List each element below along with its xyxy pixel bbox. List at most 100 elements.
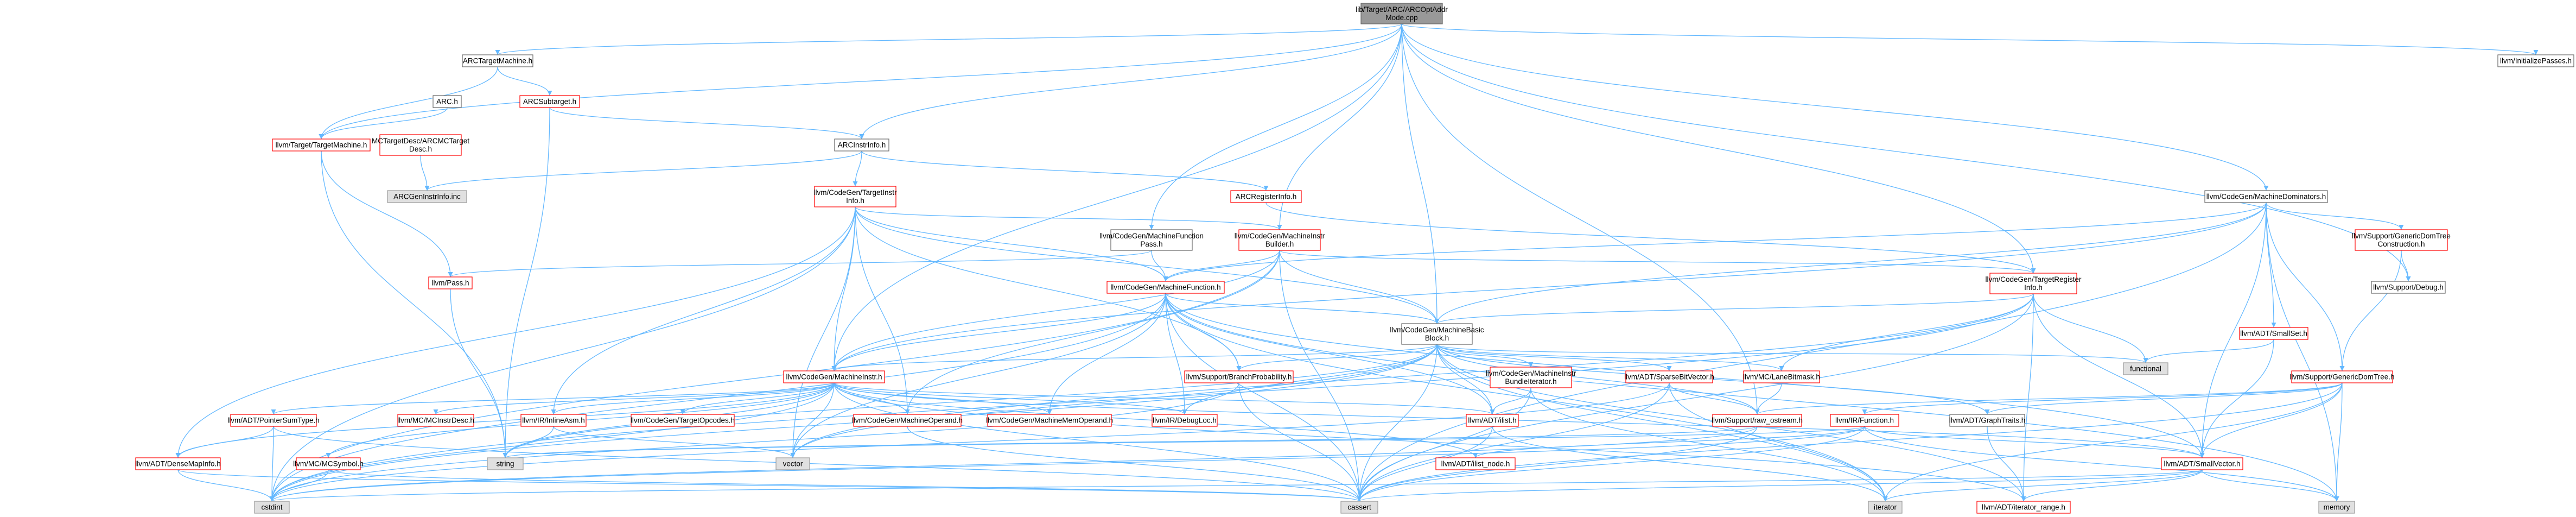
edge-ilist-to-iterator bbox=[1492, 426, 1888, 502]
edge-root-to-instrinfo bbox=[859, 23, 1402, 140]
node-geninstrinfo[interactable]: ARCGenInstrInfo.inc bbox=[387, 190, 467, 203]
node-arctm-label: ARCTargetMachine.h bbox=[463, 57, 532, 65]
node-ilist[interactable]: llvm/ADT/ilist.h bbox=[1466, 414, 1519, 427]
edge-tri-to-smallvector bbox=[2033, 293, 2205, 458]
node-iterrange[interactable]: llvm/ADT/iterator_range.h bbox=[1976, 501, 2071, 514]
node-debugloc[interactable]: llvm/IR/DebugLoc.h bbox=[1152, 414, 1218, 427]
edge-tii-to-cstdint bbox=[269, 206, 856, 502]
edge-root-to-targetmachine bbox=[319, 23, 1402, 140]
node-arctm[interactable]: ARCTargetMachine.h bbox=[462, 54, 533, 67]
node-sbv[interactable]: llvm/ADT/SparseBitVector.h bbox=[1624, 370, 1714, 383]
node-arcsub[interactable]: ARCSubtarget.h bbox=[519, 95, 580, 108]
node-initpasses[interactable]: llvm/InitializePasses.h bbox=[2497, 54, 2574, 67]
node-graphtraits[interactable]: llvm/ADT/GraphTraits.h bbox=[1949, 414, 2026, 427]
edge-mibundle-to-cassert bbox=[1357, 387, 1531, 502]
node-reginfo[interactable]: ARCRegisterInfo.h bbox=[1230, 190, 1302, 203]
node-mcsymbol[interactable]: llvm/MC/MCSymbol.h bbox=[293, 457, 364, 470]
node-string[interactable]: string bbox=[487, 457, 524, 470]
node-mdom-box bbox=[2204, 190, 2328, 203]
node-mo-label: llvm/CodeGen/MachineOperand.h bbox=[852, 417, 963, 425]
node-arch[interactable]: ARC.h bbox=[432, 95, 462, 108]
node-lanebm-label: llvm/MC/LaneBitmask.h bbox=[1743, 373, 1820, 381]
node-gdt[interactable]: llvm/Support/GenericDomTree.h bbox=[2289, 370, 2395, 383]
edge-mib-to-tri bbox=[1279, 250, 2036, 274]
node-densemapinfo[interactable]: llvm/ADT/DenseMapInfo.h bbox=[135, 457, 221, 470]
node-tgtopcodes[interactable]: llvm/CodeGen/TargetOpcodes.h bbox=[631, 414, 735, 427]
node-debug-box bbox=[2371, 281, 2446, 294]
node-pass[interactable]: llvm/Pass.h bbox=[428, 276, 473, 289]
node-mo[interactable]: llvm/CodeGen/MachineOperand.h bbox=[852, 414, 963, 427]
edge-arch-to-targetmachine bbox=[319, 107, 448, 140]
node-debug[interactable]: llvm/Support/Debug.h bbox=[2371, 281, 2446, 294]
edges-layer bbox=[175, 23, 2538, 502]
edge-mfpass-to-pass bbox=[448, 250, 1152, 278]
node-ilistnode[interactable]: llvm/ADT/ilist_node.h bbox=[1435, 457, 1516, 470]
node-instrinfo-label: ARCInstrInfo.h bbox=[838, 141, 886, 149]
node-inlineasm[interactable]: llvm/IR/InlineAsm.h bbox=[520, 414, 587, 427]
edge-mbb-to-rawostream bbox=[1436, 344, 1760, 415]
node-mdom[interactable]: llvm/CodeGen/MachineDominators.h bbox=[2204, 190, 2328, 203]
node-ptrsum[interactable]: llvm/ADT/PointerSumType.h bbox=[227, 414, 320, 427]
edge-mbb-to-lanebm bbox=[1436, 344, 1784, 371]
node-sbv-box bbox=[1625, 370, 1713, 383]
node-smallvector[interactable]: llvm/ADT/SmallVector.h bbox=[2161, 457, 2243, 470]
node-vector[interactable]: vector bbox=[775, 457, 810, 470]
node-targetmachine-box bbox=[272, 138, 371, 152]
node-mmo[interactable]: llvm/CodeGen/MachineMemOperand.h bbox=[986, 414, 1113, 427]
edge-root-to-tri bbox=[1401, 23, 2036, 274]
node-instrinfo[interactable]: ARCInstrInfo.h bbox=[834, 138, 889, 152]
edge-mib-to-cstdint bbox=[269, 250, 1280, 502]
node-mcinstrdesc[interactable]: llvm/MC/MCInstrDesc.h bbox=[397, 414, 474, 427]
node-instrinfo-box bbox=[834, 138, 889, 152]
node-cassert-label: cassert bbox=[1347, 503, 1371, 512]
node-mf[interactable]: llvm/CodeGen/MachineFunction.h bbox=[1106, 281, 1225, 294]
edge-gdt-to-iterator bbox=[1882, 382, 2343, 502]
node-densemapinfo-label: llvm/ADT/DenseMapInfo.h bbox=[135, 460, 221, 468]
edge-root-to-arctm bbox=[495, 23, 1402, 55]
edge-ptrsum-to-cassert bbox=[273, 426, 1362, 502]
node-lanebm[interactable]: llvm/MC/LaneBitmask.h bbox=[1743, 370, 1820, 383]
node-targetmachine[interactable]: llvm/Target/TargetMachine.h bbox=[272, 138, 371, 152]
node-functional[interactable]: functional bbox=[2123, 362, 2168, 375]
node-cstdint[interactable]: cstdint bbox=[254, 501, 290, 514]
node-bp[interactable]: llvm/Support/BranchProbability.h bbox=[1184, 370, 1294, 383]
node-root-box bbox=[1360, 3, 1443, 24]
edge-gdt-to-memory bbox=[2334, 382, 2343, 502]
node-mi-box bbox=[783, 370, 885, 383]
node-mi[interactable]: llvm/CodeGen/MachineInstr.h bbox=[783, 370, 885, 383]
node-cassert[interactable]: cassert bbox=[1340, 501, 1378, 514]
edge-reginfo-to-tri bbox=[1265, 202, 2036, 274]
node-iterator[interactable]: iterator bbox=[1868, 501, 1903, 514]
node-irfunction[interactable]: llvm/IR/Function.h bbox=[1830, 414, 1899, 427]
node-debug-label: llvm/Support/Debug.h bbox=[2373, 283, 2444, 292]
node-gdt-box bbox=[2291, 370, 2393, 383]
edge-mf-to-cassert bbox=[1165, 293, 1362, 502]
node-gdt-label: llvm/Support/GenericDomTree.h bbox=[2289, 373, 2394, 381]
edge-tri-to-mbb bbox=[1434, 293, 2034, 324]
edge-mbb-to-mi bbox=[831, 344, 1438, 371]
node-memory[interactable]: memory bbox=[2318, 501, 2355, 514]
edge-mf-to-debugloc bbox=[1165, 293, 1187, 415]
edge-mib-to-mbb bbox=[1279, 250, 1440, 324]
edge-mbb-to-iterator bbox=[1436, 344, 1888, 502]
node-smallset[interactable]: llvm/ADT/SmallSet.h bbox=[2239, 327, 2308, 340]
edge-bp-to-cassert bbox=[1238, 382, 1362, 502]
edge-mi-to-cstdint bbox=[269, 382, 835, 502]
node-iterrange-box bbox=[1976, 501, 2071, 514]
edge-inlineasm-to-vector bbox=[553, 426, 796, 458]
node-rawostream[interactable]: llvm/Support/raw_ostream.h bbox=[1712, 414, 1803, 427]
edge-irfunction-to-cstdint bbox=[269, 426, 1865, 502]
node-iterator-box bbox=[1868, 501, 1903, 514]
edge-arcsub-to-string bbox=[503, 107, 550, 458]
node-cstdint-label: cstdint bbox=[261, 503, 282, 512]
